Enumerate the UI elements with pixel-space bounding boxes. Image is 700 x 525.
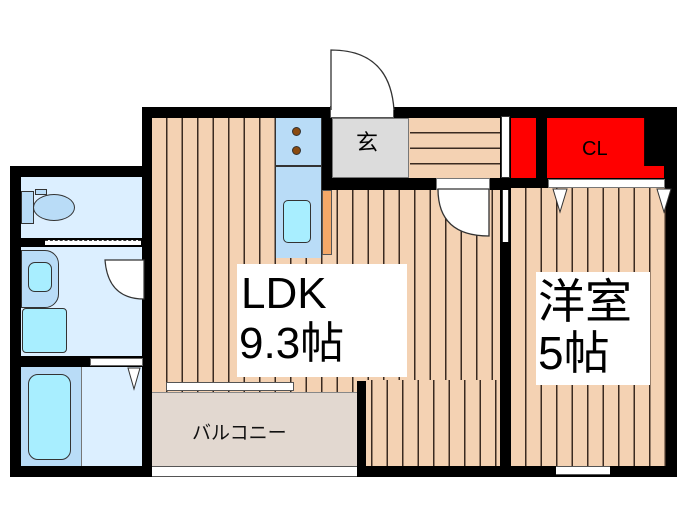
balcony-floor — [152, 392, 357, 466]
storage-closet — [511, 118, 536, 178]
washroom-door-swing-icon — [104, 259, 145, 300]
entrance-floor — [332, 118, 409, 178]
kitchen-sink-icon — [283, 200, 311, 243]
stove-burner-icon — [292, 146, 301, 155]
balcony-window — [166, 382, 294, 391]
balcony-label: バルコニー — [192, 422, 287, 444]
hall-closet-door[interactable] — [501, 116, 510, 178]
stove-burner-icon — [292, 127, 301, 136]
closet-label: CL — [582, 138, 608, 160]
ldk-room-name: LDK — [241, 269, 327, 318]
hallway-floor — [410, 118, 500, 178]
bath-wall — [21, 356, 91, 367]
refrigerator-space — [322, 190, 332, 255]
western-label-box — [536, 272, 650, 385]
washing-machine-icon — [22, 308, 67, 353]
partition-wall — [500, 118, 511, 466]
toilet-bowl-icon — [33, 194, 75, 221]
entrance-door-swing-icon — [330, 49, 395, 111]
western-room-window — [556, 466, 610, 475]
ldk-door-swing-icon — [437, 188, 490, 237]
western-room-name: 洋室 — [538, 275, 632, 328]
sliding-door[interactable] — [502, 190, 509, 242]
entrance-label: 玄 — [356, 130, 379, 155]
closet-door-marker-icon — [656, 188, 672, 214]
western-room-size: 5帖 — [538, 327, 610, 379]
toilet-sliding-door[interactable] — [45, 240, 141, 245]
washbasin-icon — [28, 262, 52, 292]
closet-door-rail — [548, 179, 665, 188]
ldk-floor-lower — [357, 380, 501, 466]
bathtub-icon — [28, 374, 71, 460]
toilet-lid-icon — [35, 189, 47, 195]
stove-divider — [275, 165, 322, 167]
balcony-railing — [152, 466, 358, 477]
entrance-wall — [322, 108, 332, 190]
bath-door[interactable] — [90, 358, 143, 366]
balcony-side-wall — [357, 381, 366, 477]
ldk-room-size: 9.3帖 — [239, 319, 345, 368]
closet-door-marker-icon — [552, 188, 568, 214]
bath-door-marker-icon — [127, 367, 141, 391]
